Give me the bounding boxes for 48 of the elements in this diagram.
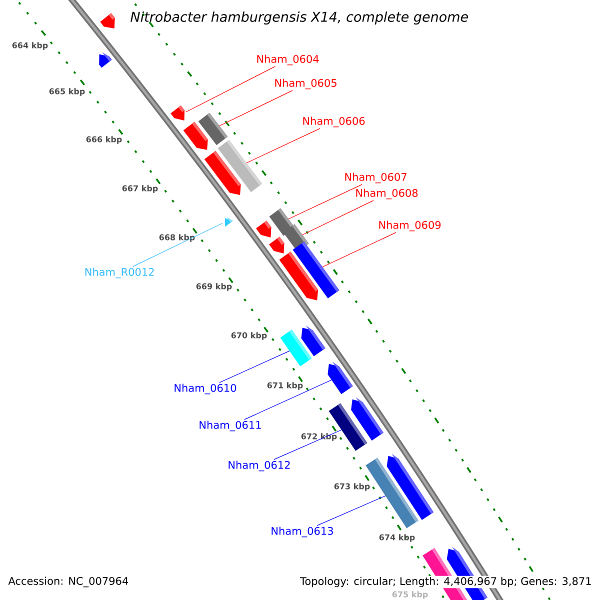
scale-label: 673 kbp (334, 483, 370, 491)
gene-feature (280, 330, 312, 366)
leader-line (219, 350, 290, 383)
gene-feature (100, 13, 115, 28)
scale-label: 664 kbp (12, 42, 48, 50)
gene-feature (224, 217, 234, 227)
scale-label: 666 kbp (86, 136, 122, 144)
gene-label: Nham_0606 (303, 116, 365, 128)
gene-feature (170, 106, 185, 121)
scale-label: 671 kbp (267, 382, 303, 390)
gene-feature (204, 150, 241, 195)
leader-line (244, 380, 332, 420)
scale-label: 670 kbp (231, 332, 267, 340)
gene-feature (183, 122, 208, 150)
leader-line (186, 66, 276, 112)
leader-line (219, 90, 293, 126)
gene-label: Nham_0610 (174, 384, 236, 394)
gene-label: Nham_0613 (272, 526, 333, 538)
gene-label: Nham_0612 (228, 460, 290, 472)
gene-feature (256, 220, 272, 238)
gene-label: Nham_0605 (275, 78, 336, 90)
footer-text: Topology: circular; Length: 4,406,967 bp; Genes: 3,871 (299, 576, 593, 588)
gene-label: Nham_0609 (379, 220, 441, 232)
gene-label: Nham_0604 (257, 54, 319, 66)
gene-label: Nham_0611 (200, 420, 261, 432)
gene-feature (328, 362, 353, 394)
leader-line (274, 430, 342, 460)
scale-label: 669 kbp (196, 283, 232, 291)
leader-line (302, 200, 374, 236)
gene-label: Nham_0607 (345, 172, 406, 184)
leader-line (132, 222, 223, 267)
scale-label: 668 kbp (159, 234, 195, 242)
scale-label: 674 kbp (379, 534, 415, 542)
scale-label: 665 kbp (49, 88, 85, 96)
gene-feature (99, 52, 112, 68)
gene-feature (279, 252, 318, 300)
leader-line (288, 184, 362, 220)
leader-line (316, 496, 386, 526)
scale-label: 675 kbp (392, 591, 428, 599)
title: Nitrobacter hamburgensis X14, complete genome (130, 11, 468, 25)
leader-line (322, 232, 396, 268)
scale-label: 667 kbp (122, 185, 158, 193)
footer-text: Accession: NC_007964 (8, 576, 128, 588)
leader-line (246, 128, 320, 164)
gene-feature (269, 236, 284, 254)
scale-label: 672 kbp (301, 433, 337, 441)
gene-label: Nham_0608 (356, 188, 418, 200)
gene-label: Nham_R0012 (85, 268, 154, 278)
